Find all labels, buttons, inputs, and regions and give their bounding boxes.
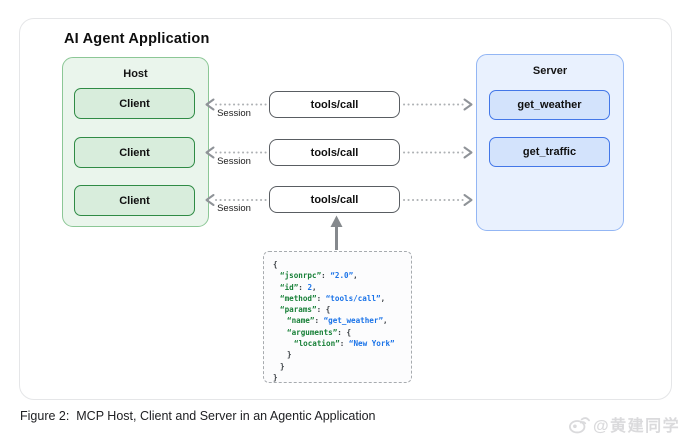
client-box-3: Client — [74, 185, 195, 216]
code-line: “jsonrpc”: “2.0”, — [280, 271, 358, 281]
code-line: “method”: “tools/call”, — [280, 293, 386, 303]
client-box-1: Client — [74, 88, 195, 119]
figure-caption: Figure 2: MCP Host, Client and Server in… — [20, 409, 376, 423]
tool-get-traffic: get_traffic — [489, 137, 610, 167]
watermark: @黄建同学 — [568, 412, 680, 436]
watermark-handle: @黄建同学 — [593, 418, 681, 435]
code-line: } — [280, 361, 285, 371]
code-line: } — [287, 350, 292, 360]
session-label-2: Session — [217, 156, 251, 167]
client-box-2: Client — [74, 137, 195, 168]
payload-box: {“jsonrpc”: “2.0”,“id”: 2,“method”: “too… — [263, 251, 412, 383]
payload-code: {“jsonrpc”: “2.0”,“id”: 2,“method”: “too… — [273, 259, 407, 383]
code-line: “location”: “New York” — [294, 339, 395, 349]
code-line: “id”: 2, — [280, 282, 317, 292]
server-group: Server get_weather get_traffic — [476, 54, 624, 231]
host-group: Host Client Client Client — [62, 57, 209, 227]
code-line: “params”: { — [280, 305, 331, 315]
code-line: “arguments”: { — [287, 327, 352, 337]
session-label-1: Session — [217, 108, 251, 119]
session-label-3: Session — [217, 203, 251, 214]
server-label: Server — [532, 65, 568, 77]
code-line: “name”: “get_weather”, — [287, 316, 388, 326]
host-label: Host — [123, 68, 148, 80]
tools-call-box-3: tools/call — [269, 186, 400, 213]
diagram-title: AI Agent Application — [64, 31, 210, 47]
tools-call-box-2: tools/call — [269, 139, 400, 166]
tool-get-weather: get_weather — [489, 90, 610, 120]
weibo-icon — [569, 417, 590, 434]
code-line: { — [273, 260, 278, 269]
code-line: } — [273, 372, 278, 382]
tools-call-box-1: tools/call — [269, 91, 400, 118]
